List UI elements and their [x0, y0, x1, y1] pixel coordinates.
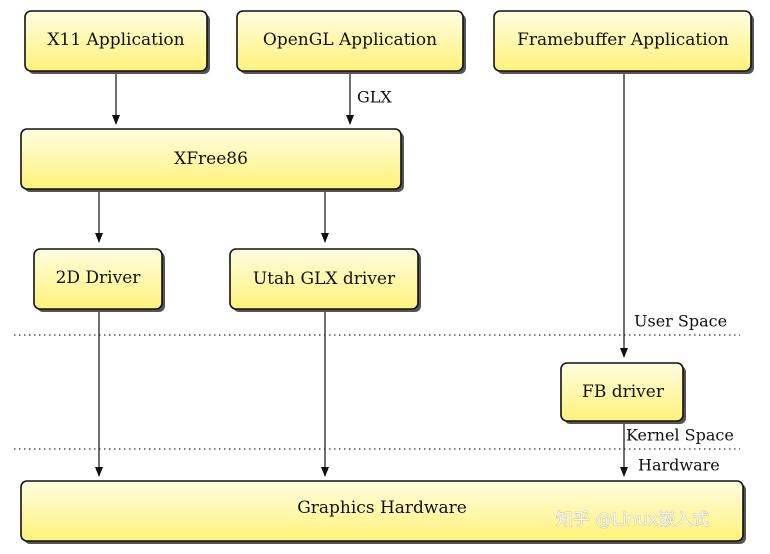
edge-label-glx: GLX	[357, 88, 392, 107]
layer-label-user-space: User Space	[634, 312, 727, 331]
node-graphics-hardware-label: Graphics Hardware	[297, 498, 467, 518]
node-fb-driver: FB driver	[560, 362, 686, 424]
node-framebuffer-application: Framebuffer Application	[493, 10, 754, 74]
layer-label-kernel-space: Kernel Space	[626, 426, 734, 445]
node-xfree86-label: XFree86	[174, 149, 248, 169]
node-framebuffer-application-label: Framebuffer Application	[517, 30, 729, 50]
node-utah-glx-driver-label: Utah GLX driver	[253, 269, 396, 289]
node-utah-glx-driver: Utah GLX driver	[229, 248, 421, 312]
node-graphics-hardware: Graphics Hardware	[20, 480, 746, 544]
node-opengl-application-label: OpenGL Application	[263, 30, 437, 50]
node-x11-application: X11 Application	[24, 10, 210, 74]
layer-label-hardware: Hardware	[638, 456, 720, 475]
watermark-text: 知乎 @Linux嵌入式	[556, 510, 709, 530]
node-opengl-application: OpenGL Application	[236, 10, 466, 74]
node-2d-driver-label: 2D Driver	[56, 268, 142, 288]
node-xfree86: XFree86	[20, 128, 404, 192]
node-2d-driver: 2D Driver	[33, 248, 165, 312]
node-fb-driver-label: FB driver	[582, 382, 665, 402]
node-x11-application-label: X11 Application	[47, 30, 184, 50]
